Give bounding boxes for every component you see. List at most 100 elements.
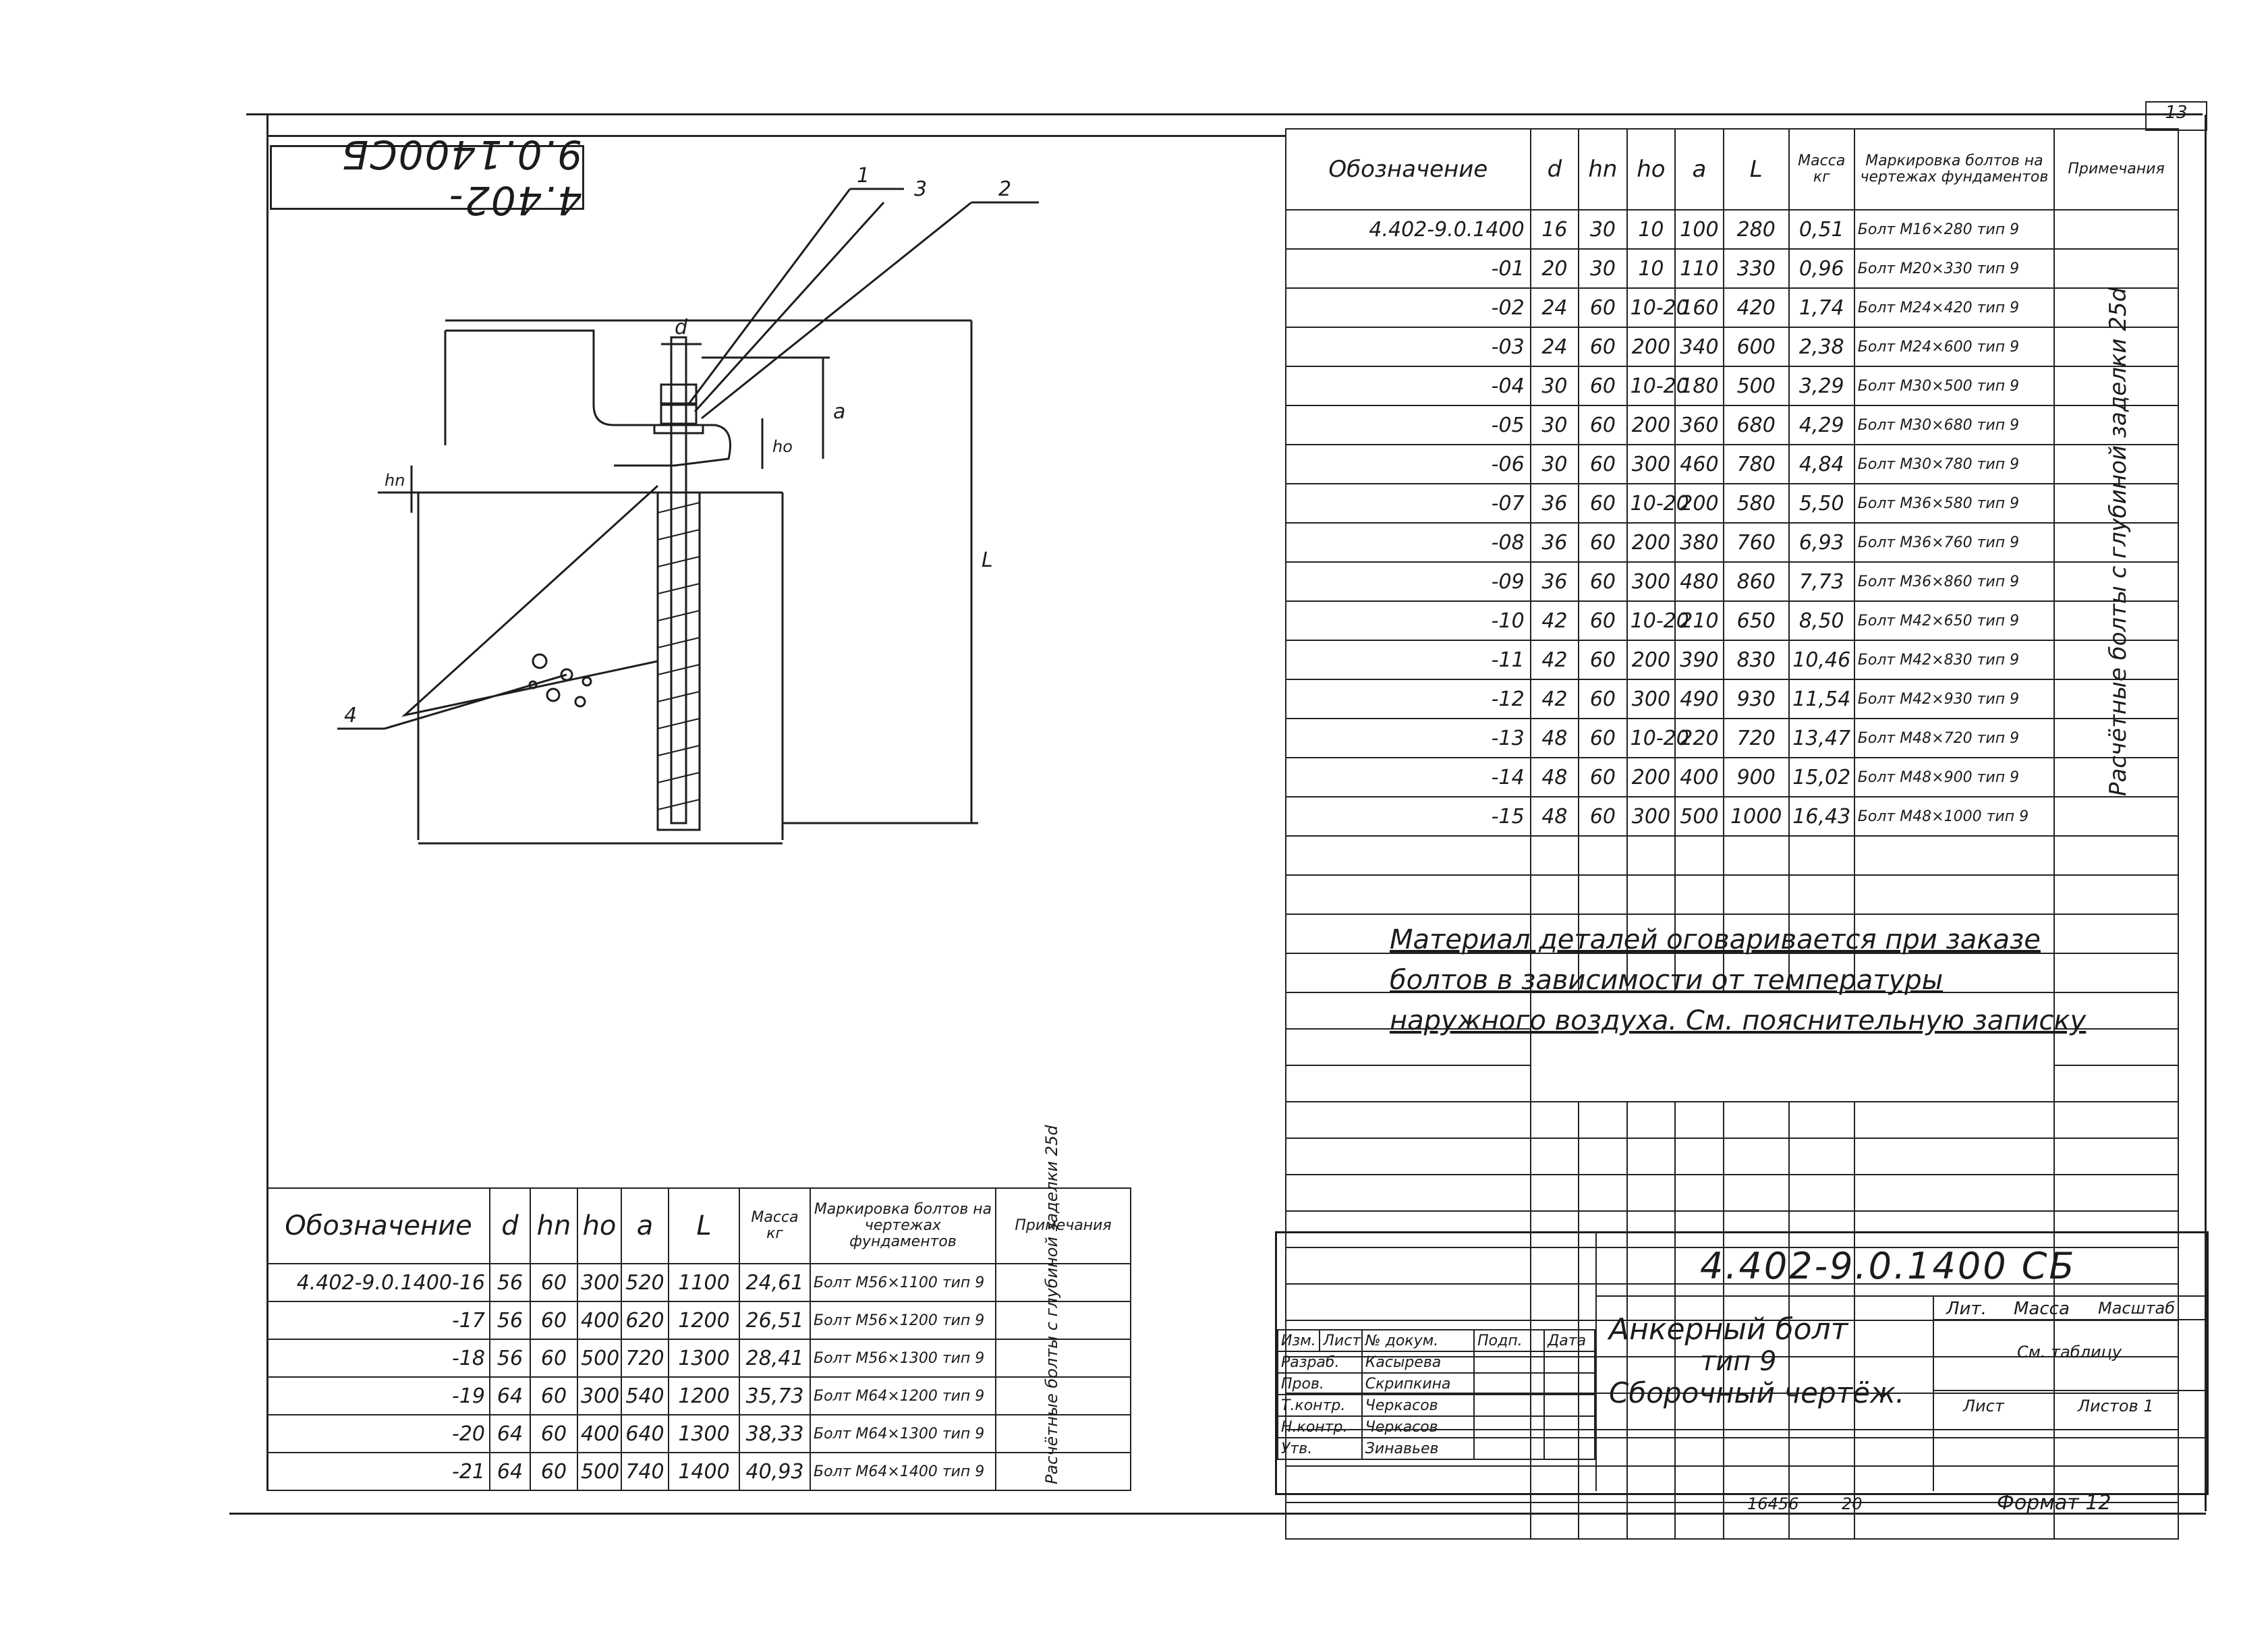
footer-copy: 20 [1842, 1494, 1863, 1513]
empty-cell [1722, 914, 1790, 954]
hdr-mass: Масса кг [739, 1187, 811, 1264]
right-cell-mark: Болт М48×900 тип 9 [1853, 757, 2056, 797]
right-cell-hn: 60 [1578, 561, 1628, 602]
empty-row [1285, 953, 2179, 993]
right-cell-a: 360 [1674, 405, 1724, 445]
right-cell-d: 36 [1529, 483, 1580, 524]
signature-sign [1473, 1415, 1546, 1438]
right-cell-m: 0,96 [1788, 248, 1855, 289]
right-cell-m: 0,51 [1788, 209, 1855, 250]
right-cell-m: 16,43 [1788, 796, 1855, 837]
left-part-frame [266, 135, 1285, 137]
empty-cell [1529, 1502, 1580, 1540]
dim-label-hn: hn [385, 471, 405, 490]
empty-cell [1578, 1101, 1628, 1139]
right-cell-a: 400 [1674, 757, 1724, 797]
empty-cell [2053, 992, 2179, 1030]
empty-row [1285, 1210, 2179, 1248]
empty-cell [1853, 953, 2056, 993]
right-cell-note [2053, 209, 2179, 250]
right-cell-mark: Болт М42×930 тип 9 [1853, 679, 2056, 719]
empty-row [1285, 1429, 2179, 1467]
right-table-header: Обозначение d hn ho a L Масса кг Маркиро… [1285, 128, 2179, 210]
empty-cell [1529, 1465, 1580, 1503]
empty-cell [1529, 835, 1580, 876]
right-cell-ho: 10 [1626, 248, 1676, 289]
empty-cell [1853, 1174, 2056, 1212]
empty-cell [1674, 1465, 1724, 1503]
empty-cell [1722, 953, 1790, 993]
empty-cell [1285, 1028, 1531, 1066]
left-cell-m: 26,51 [739, 1301, 811, 1340]
empty-cell [1285, 835, 1531, 876]
empty-row [1285, 992, 2179, 1030]
empty-cell [1626, 1429, 1676, 1467]
right-cell-des: -11 [1285, 640, 1531, 680]
empty-cell [1578, 1502, 1628, 1540]
right-cell-note [2053, 483, 2179, 524]
mass-label: Масса [2014, 1299, 2070, 1319]
right-cell-m: 10,46 [1788, 640, 1855, 680]
title-block-lower-divider [1595, 1437, 2205, 1438]
empty-cell [1285, 1283, 1531, 1321]
left-cell-ho: 400 [577, 1414, 622, 1453]
right-cell-hn: 60 [1578, 287, 1628, 328]
empty-cell [1788, 1320, 1855, 1357]
left-cell-note [995, 1376, 1131, 1415]
left-cell-mark: Болт М64×1400 тип 9 [810, 1452, 996, 1491]
empty-cell [1674, 835, 1724, 876]
right-cell-des: -08 [1285, 522, 1531, 563]
washer [653, 424, 704, 434]
hdr-marking: Маркировка болтов на чертежах фундаменто… [810, 1187, 996, 1264]
left-cell-hn: 60 [530, 1452, 578, 1491]
right-cell-L: 930 [1722, 679, 1790, 719]
right-cell-ho: 300 [1626, 561, 1676, 602]
right-cell-hn: 60 [1578, 483, 1628, 524]
title-block-right-divider [1933, 1295, 1934, 1491]
empty-cell [1529, 1101, 1580, 1139]
right-cell-d: 36 [1529, 522, 1580, 563]
right-cell-des: -09 [1285, 561, 1531, 602]
right-cell-a: 100 [1674, 209, 1724, 250]
signature-header-cell: Дата [1543, 1329, 1595, 1352]
empty-cell [1626, 1465, 1676, 1503]
right-cell-hn: 60 [1578, 366, 1628, 406]
right-cell-m: 3,29 [1788, 366, 1855, 406]
left-cell-hn: 60 [530, 1376, 578, 1415]
right-cell-m: 4,84 [1788, 444, 1855, 484]
left-cell-ho: 300 [577, 1263, 622, 1302]
empty-cell [1626, 1320, 1676, 1357]
right-cell-L: 780 [1722, 444, 1790, 484]
empty-cell [1626, 914, 1676, 954]
dim-label-a: a [833, 400, 845, 424]
title-block-lit-row-divider [1933, 1319, 2205, 1320]
right-cell-mark: Болт М36×860 тип 9 [1853, 561, 2056, 602]
right-cell-ho: 200 [1626, 522, 1676, 563]
empty-cell [1674, 914, 1724, 954]
dim-label-L: L [982, 549, 993, 572]
right-cell-des: -14 [1285, 757, 1531, 797]
right-cell-d: 48 [1529, 796, 1580, 837]
right-cell-a: 110 [1674, 248, 1724, 289]
empty-row [1285, 1502, 2179, 1540]
empty-cell [1674, 1174, 1724, 1212]
empty-cell [1853, 1210, 2056, 1248]
right-cell-note [2053, 796, 2179, 837]
right-cell-note [2053, 287, 2179, 328]
empty-cell [1722, 1356, 1790, 1394]
empty-cell [1722, 1393, 1790, 1430]
empty-cell [2053, 1138, 2179, 1175]
right-cell-note [2053, 757, 2179, 797]
right-cell-mark: Болт М24×600 тип 9 [1853, 327, 2056, 367]
signature-name: Касырева [1361, 1351, 1475, 1374]
empty-cell [1788, 1283, 1855, 1321]
empty-cell [1626, 1174, 1676, 1212]
left-cell-note [995, 1339, 1131, 1378]
